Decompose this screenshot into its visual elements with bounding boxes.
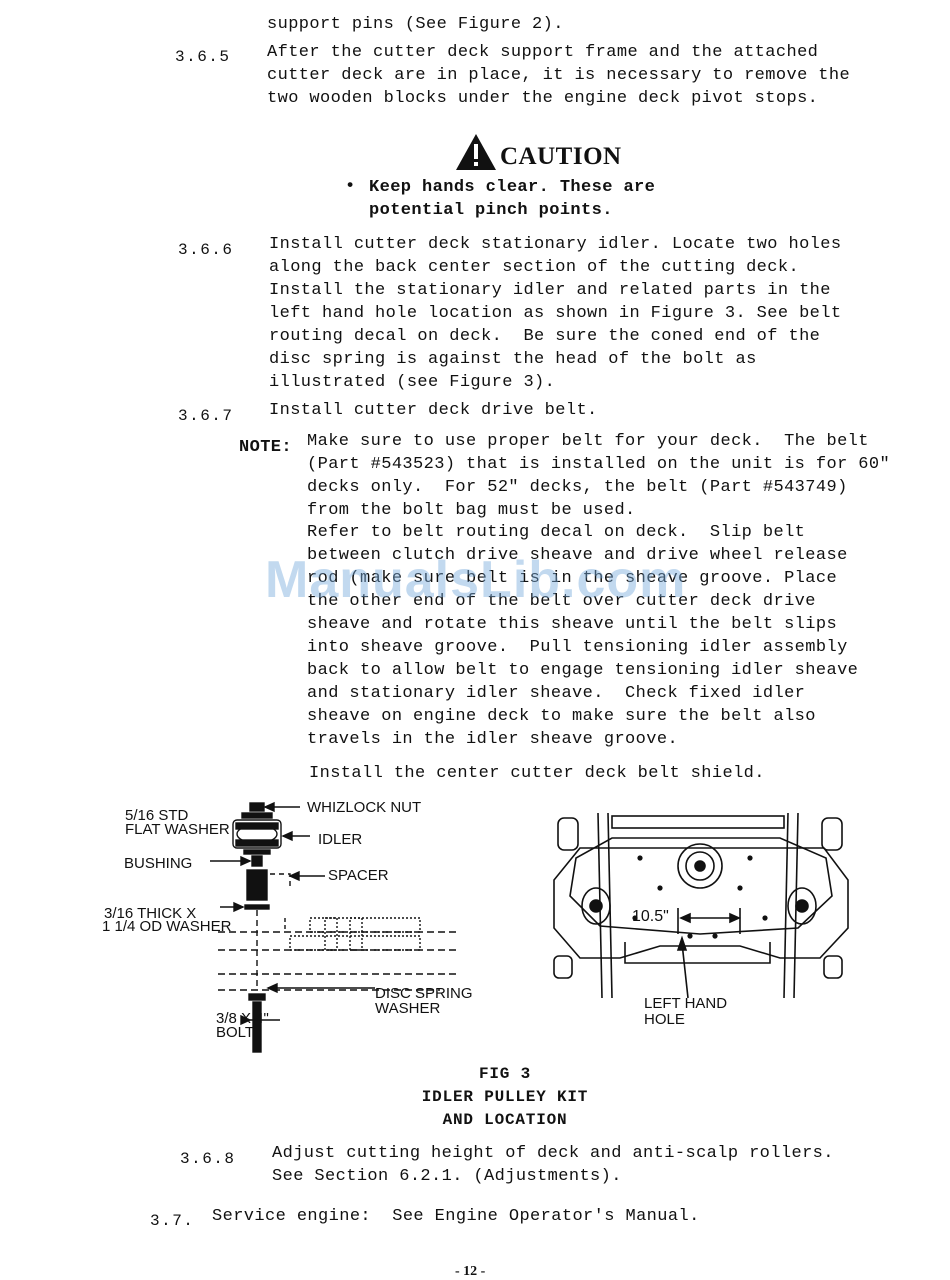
label-bolt-line2: BOLT [216, 1024, 255, 1041]
note-line: Refer to belt routing decal on deck. Sli… [307, 523, 806, 542]
figure-caption-line: AND LOCATION [442, 1111, 568, 1129]
caution-bullet-icon: • [345, 177, 356, 196]
step-line: Adjust cutting height of deck and anti-s… [272, 1144, 834, 1163]
label-bushing: BUSHING [124, 855, 193, 872]
note-line: between clutch drive sheave and drive wh… [307, 546, 848, 565]
step-number: 3.6.5 [175, 48, 231, 66]
label-bolt-line1: 3/8 X 4" [216, 1010, 269, 1027]
note-line: (Part #543523) that is installed on the … [307, 455, 891, 474]
page-number: - 12 - [455, 1264, 486, 1279]
note-line: and stationary idler sheave. Check fixed… [307, 684, 806, 703]
step-number: 3.6.6 [178, 241, 234, 259]
label-washer-line2: 1 1/4 OD WASHER [102, 918, 232, 935]
step-line: two wooden blocks under the engine deck … [267, 89, 819, 108]
step-line: disc spring is against the head of the b… [269, 350, 757, 369]
step-line: cutter deck are in place, it is necessar… [267, 66, 851, 85]
step-line: routing decal on deck. Be sure the coned… [269, 327, 821, 346]
note-line: from the bolt bag must be used. [307, 501, 636, 520]
label-disc-spring-line2: WASHER [375, 1000, 441, 1017]
note-line: sheave on engine deck to make sure the b… [307, 707, 816, 726]
idler-exploded-diagram [210, 801, 460, 1053]
step-line: left hand hole location as shown in Figu… [269, 304, 842, 323]
step-number: 3.6.7 [178, 407, 234, 425]
label-washer-line1: 3/16 THICK X [104, 905, 197, 922]
note-final-line: Install the center cutter deck belt shie… [309, 764, 765, 783]
step-line: Install cutter deck drive belt. [269, 401, 598, 420]
note-label: NOTE: [239, 438, 293, 457]
step-number: 3.6.8 [180, 1150, 236, 1168]
label-idler: IDLER [318, 831, 363, 848]
step-line: along the back center section of the cut… [269, 258, 800, 277]
watermark: ManualsLib.com [265, 551, 687, 609]
deck-location-diagram [553, 812, 849, 999]
step-number: 3.7. [150, 1212, 195, 1230]
label-dimension: 10.5" [632, 908, 669, 925]
label-spacer: SPACER [328, 867, 389, 884]
label-disc-spring-line1: DISC SPRING [375, 985, 473, 1002]
note-line: back to allow belt to engage tensioning … [307, 661, 859, 680]
step-line: Install the stationary idler and related… [269, 281, 831, 300]
note-line: rod (make sure belt is in the sheave gro… [307, 569, 838, 588]
label-whizlock-nut: WHIZLOCK NUT [307, 799, 422, 816]
label-flat-washer-line1: 5/16 STD [125, 807, 189, 824]
step-line: Service engine: See Engine Operator's Ma… [212, 1207, 700, 1226]
intro-line: support pins (See Figure 2). [267, 15, 564, 34]
label-flat-washer-line2: FLAT WASHER [125, 821, 230, 838]
warning-triangle-icon [456, 134, 496, 170]
figure-caption-line: IDLER PULLEY KIT [421, 1088, 589, 1106]
step-line: See Section 6.2.1. (Adjustments). [272, 1167, 622, 1186]
step-line: illustrated (see Figure 3). [269, 373, 556, 392]
note-line: the other end of the belt over cutter de… [307, 592, 816, 611]
label-hole-line1: LEFT HAND [644, 995, 728, 1012]
caution-line: potential pinch points. [369, 201, 613, 220]
step-line: After the cutter deck support frame and … [267, 43, 819, 62]
caution-line: Keep hands clear. These are [369, 178, 656, 197]
label-hole-line2: HOLE [644, 1011, 685, 1028]
caution-heading: CAUTION [500, 143, 622, 170]
note-line: sheave and rotate this sheave until the … [307, 615, 838, 634]
step-line: Install cutter deck stationary idler. Lo… [269, 235, 842, 254]
note-line: decks only. For 52" decks, the belt (Par… [307, 478, 848, 497]
note-line: travels in the idler sheave groove. [307, 730, 679, 749]
note-line: into sheave groove. Pull tensioning idle… [307, 638, 848, 657]
note-line: Make sure to use proper belt for your de… [307, 432, 869, 451]
figure-caption-title: FIG 3 [478, 1065, 531, 1083]
